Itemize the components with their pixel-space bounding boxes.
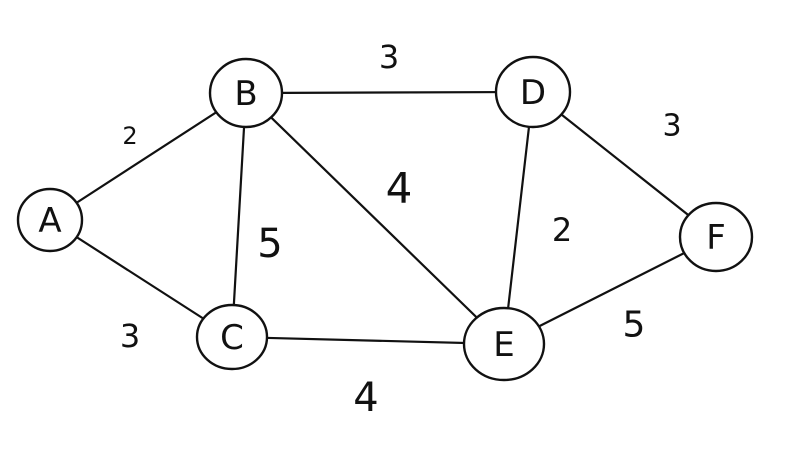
edges-layer	[48, 90, 718, 346]
node-circle	[195, 303, 269, 371]
edge-weight-d-e: 2	[552, 211, 572, 249]
edge-weight-e-f: 5	[623, 305, 646, 346]
edge-b-c	[230, 91, 248, 339]
node-label: D	[520, 73, 546, 113]
node-circle	[208, 57, 284, 129]
edge-d-e	[502, 90, 535, 346]
node-label: F	[706, 218, 726, 258]
node-circle	[678, 201, 754, 273]
edge-c-e	[230, 335, 506, 346]
node-f: F	[678, 201, 754, 273]
edge-weight-b-d: 3	[379, 38, 399, 76]
edge-weights-layer: 2 3 3 5 4 4 2 3 5	[120, 38, 682, 421]
edge-a-b	[48, 91, 248, 222]
node-circle	[16, 187, 84, 253]
node-circle	[462, 306, 546, 382]
edge-d-f	[531, 90, 718, 239]
edge-weight-d-f: 3	[662, 109, 681, 144]
nodes-layer: A B C D E F	[16, 55, 754, 382]
node-d: D	[494, 55, 572, 129]
node-c: C	[195, 303, 269, 371]
node-label: A	[38, 201, 61, 241]
node-b: B	[208, 57, 284, 129]
edge-b-e	[244, 91, 506, 346]
edge-b-d	[244, 90, 535, 95]
node-label: C	[220, 318, 244, 358]
node-e: E	[462, 306, 546, 382]
node-circle	[494, 55, 572, 129]
edge-a-c	[48, 218, 234, 339]
edge-weight-c-e: 4	[353, 375, 378, 421]
edge-weight-b-e: 4	[386, 164, 413, 213]
edge-weight-a-b: 2	[122, 122, 137, 150]
node-label: E	[493, 325, 514, 365]
node-a: A	[16, 187, 84, 253]
edge-weight-b-c: 5	[257, 221, 282, 267]
node-label: B	[234, 74, 257, 114]
edge-weight-a-c: 3	[120, 317, 140, 355]
